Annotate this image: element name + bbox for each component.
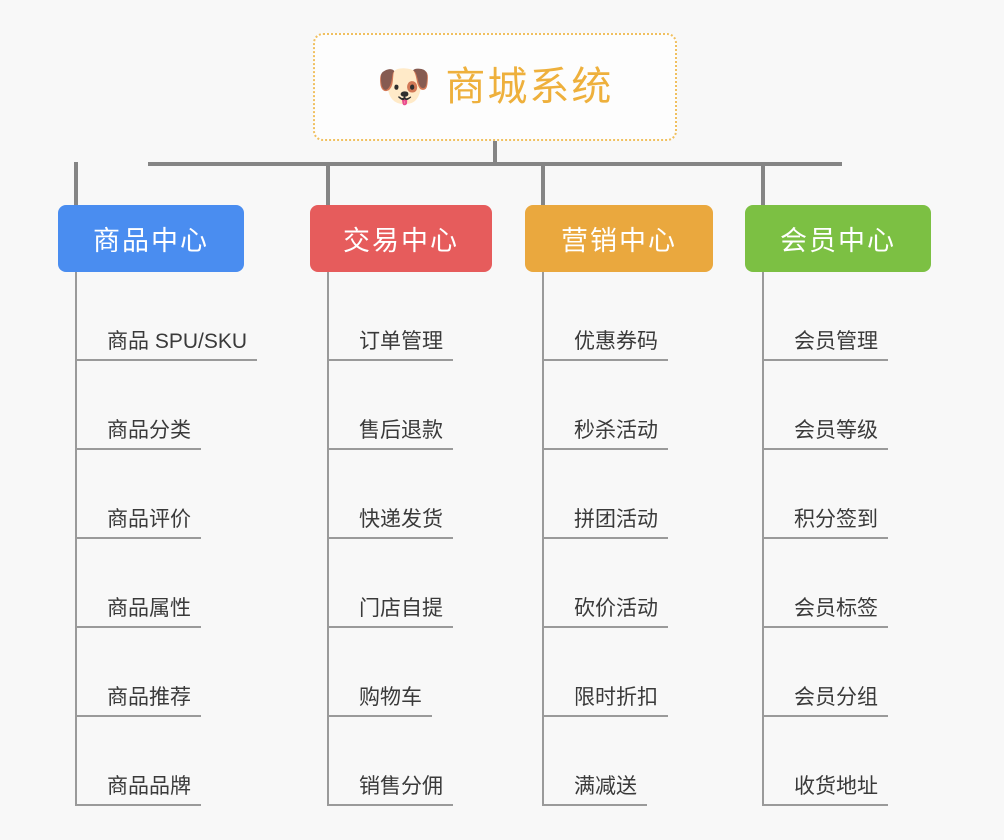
list-item[interactable]: 商品评价 xyxy=(75,450,257,539)
leaf-item-label: 销售分佣 xyxy=(327,775,453,806)
column-product-center: 商品中心商品 SPU/SKU 商品分类商品评价商品属性商品推荐商品品牌 xyxy=(58,205,258,806)
leaf-item-label: 会员标签 xyxy=(762,597,888,628)
column-member-center: 会员中心会员管理会员等级积分签到会员标签会员分组收货地址 xyxy=(745,205,931,806)
leaf-item-label: 优惠券码 xyxy=(542,330,668,361)
leaf-item-label: 快递发货 xyxy=(327,508,453,539)
list-item[interactable]: 商品推荐 xyxy=(75,628,257,717)
root-node[interactable]: 🐶 商城系统 xyxy=(313,33,677,141)
leaf-item-label: 会员分组 xyxy=(762,686,888,717)
connector-horizontal-bus xyxy=(148,162,842,166)
list-item[interactable]: 门店自提 xyxy=(327,539,453,628)
leaf-item-label: 订单管理 xyxy=(327,330,453,361)
leaf-list-member-center: 会员管理会员等级积分签到会员标签会员分组收货地址 xyxy=(762,272,888,806)
leaf-list-product-center: 商品 SPU/SKU 商品分类商品评价商品属性商品推荐商品品牌 xyxy=(75,272,258,806)
category-header-product-center[interactable]: 商品中心 xyxy=(58,205,244,272)
trunk-line-member-center xyxy=(762,272,764,806)
list-item[interactable]: 砍价活动 xyxy=(542,539,668,628)
leaf-item-label: 商品分类 xyxy=(75,419,201,450)
leaf-item-label: 门店自提 xyxy=(327,597,453,628)
trunk-line-trade-center xyxy=(327,272,329,806)
trunk-line-marketing-center xyxy=(542,272,544,806)
leaf-item-label: 购物车 xyxy=(327,686,432,717)
column-marketing-center: 营销中心优惠券码秒杀活动拼团活动砍价活动限时折扣满减送 xyxy=(525,205,713,806)
category-header-member-center[interactable]: 会员中心 xyxy=(745,205,931,272)
list-item[interactable]: 商品品牌 xyxy=(75,717,257,806)
root-title: 商城系统 xyxy=(445,65,614,109)
connector-drop-marketing-center xyxy=(541,162,545,207)
list-item[interactable]: 收货地址 xyxy=(762,717,888,806)
category-header-marketing-center[interactable]: 营销中心 xyxy=(525,205,713,272)
list-item[interactable]: 售后退款 xyxy=(327,361,453,450)
list-item[interactable]: 满减送 xyxy=(542,717,668,806)
leaf-item-label: 商品评价 xyxy=(75,508,201,539)
leaf-item-label: 积分签到 xyxy=(762,508,888,539)
leaf-item-label: 砍价活动 xyxy=(542,597,668,628)
list-item[interactable]: 购物车 xyxy=(327,628,453,717)
leaf-item-label: 商品品牌 xyxy=(75,775,201,806)
leaf-item-label: 收货地址 xyxy=(762,775,888,806)
list-item[interactable]: 秒杀活动 xyxy=(542,361,668,450)
category-header-trade-center[interactable]: 交易中心 xyxy=(310,205,492,272)
list-item[interactable]: 限时折扣 xyxy=(542,628,668,717)
leaf-item-label: 会员管理 xyxy=(762,330,888,361)
leaf-item-label: 会员等级 xyxy=(762,419,888,450)
leaf-item-label: 售后退款 xyxy=(327,419,453,450)
connector-root-stem xyxy=(493,141,497,166)
leaf-item-label: 满减送 xyxy=(542,775,647,806)
leaf-item-label: 拼团活动 xyxy=(542,508,668,539)
list-item[interactable]: 商品分类 xyxy=(75,361,257,450)
leaf-item-label: 商品 SPU/SKU xyxy=(75,330,258,361)
leaf-item-label: 商品推荐 xyxy=(75,686,201,717)
leaf-list-trade-center: 订单管理售后退款快递发货门店自提购物车销售分佣 xyxy=(327,272,453,806)
list-item[interactable]: 优惠券码 xyxy=(542,272,668,361)
list-item[interactable]: 拼团活动 xyxy=(542,450,668,539)
leaf-item-label: 秒杀活动 xyxy=(542,419,668,450)
list-item[interactable]: 商品 SPU/SKU xyxy=(75,272,258,361)
leaf-list-marketing-center: 优惠券码秒杀活动拼团活动砍价活动限时折扣满减送 xyxy=(542,272,668,806)
list-item[interactable]: 会员分组 xyxy=(762,628,888,717)
list-item[interactable]: 销售分佣 xyxy=(327,717,453,806)
list-item[interactable]: 商品属性 xyxy=(75,539,257,628)
list-item[interactable]: 会员管理 xyxy=(762,272,888,361)
dog-face-icon: 🐶 xyxy=(376,61,432,112)
connector-drop-member-center xyxy=(761,162,765,207)
list-item[interactable]: 积分签到 xyxy=(762,450,888,539)
trunk-line-product-center xyxy=(75,272,77,806)
list-item[interactable]: 快递发货 xyxy=(327,450,453,539)
list-item[interactable]: 会员标签 xyxy=(762,539,888,628)
list-item[interactable]: 会员等级 xyxy=(762,361,888,450)
leaf-item-label: 限时折扣 xyxy=(542,686,668,717)
connector-drop-trade-center xyxy=(326,162,330,207)
connector-drop-product-center xyxy=(74,162,78,207)
leaf-item-label: 商品属性 xyxy=(75,597,201,628)
list-item[interactable]: 订单管理 xyxy=(327,272,453,361)
column-trade-center: 交易中心订单管理售后退款快递发货门店自提购物车销售分佣 xyxy=(310,205,492,806)
